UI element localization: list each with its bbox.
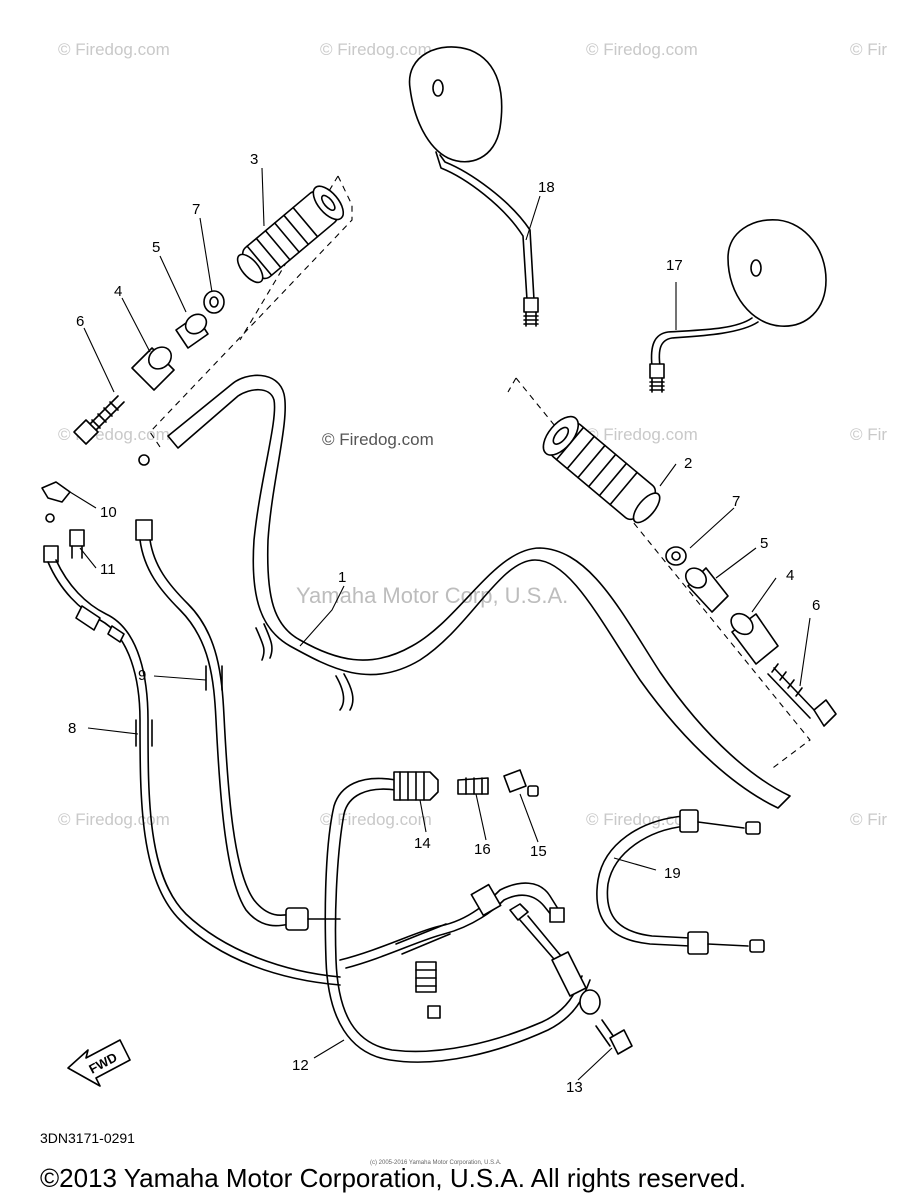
callout-8: 8 [68, 720, 76, 737]
grip-right-assembly [542, 415, 837, 727]
callout-9: 9 [138, 667, 146, 684]
callout-1: 1 [338, 569, 346, 586]
watermark: © Fir [850, 40, 887, 59]
callout-3: 3 [250, 151, 258, 168]
callout-10: 10 [100, 504, 117, 521]
watermark: © Firedog.com [586, 425, 698, 444]
mirror-left [408, 46, 539, 327]
callout-2: 2 [684, 455, 692, 472]
callout-14: 14 [414, 835, 431, 852]
callout-4: 4 [114, 283, 122, 300]
watermark: © Firedog.com [320, 810, 432, 829]
callout-4: 4 [786, 567, 794, 584]
callout-17: 17 [666, 257, 683, 274]
watermark: © Firedog.com [58, 40, 170, 59]
watermark: © Firedog.com [58, 425, 170, 444]
callout-11: 11 [100, 561, 116, 578]
callout-16: 16 [474, 841, 491, 858]
leader-lines [69, 167, 811, 1081]
callout-12: 12 [292, 1057, 309, 1074]
cable-19 [596, 809, 765, 955]
callout-15: 15 [530, 843, 547, 860]
watermark-body: © Firedog.com [322, 430, 434, 449]
callouts: 1 2 3 4 4 5 5 6 6 7 7 8 9 10 11 12 13 14… [68, 151, 820, 1096]
watermark: © Firedog.com [586, 810, 698, 829]
watermark: © Fir [850, 810, 887, 829]
grip-left-assembly [73, 175, 353, 451]
watermark: © Firedog.com [320, 40, 432, 59]
callout-18: 18 [538, 179, 555, 196]
watermarks: © Firedog.com © Firedog.com © Firedog.co… [58, 40, 887, 829]
cable-12-assembly [324, 769, 633, 1063]
fwd-arrow-icon: FWD [67, 1039, 131, 1087]
watermark: © Fir [850, 425, 887, 444]
cable-8 [41, 481, 341, 986]
diagram-code: 3DN3171-0291 [40, 1130, 135, 1146]
callout-7: 7 [732, 493, 740, 510]
callout-6: 6 [76, 313, 84, 330]
callout-13: 13 [566, 1079, 583, 1096]
callout-7: 7 [192, 201, 200, 218]
callout-19: 19 [664, 865, 681, 882]
watermark: © Firedog.com [58, 810, 170, 829]
mirror-right [649, 219, 827, 393]
micro-credit: (c) 2005-2016 Yamaha Motor Corporation, … [370, 1160, 502, 1166]
watermark: © Firedog.com [586, 40, 698, 59]
callout-6: 6 [812, 597, 820, 614]
callout-5: 5 [152, 239, 160, 256]
watermark-center: Yamaha Motor Corp, U.S.A. [296, 583, 568, 608]
cable-9 [135, 454, 341, 931]
copyright-notice: ©2013 Yamaha Motor Corporation, U.S.A. A… [40, 1163, 747, 1193]
callout-5: 5 [760, 535, 768, 552]
